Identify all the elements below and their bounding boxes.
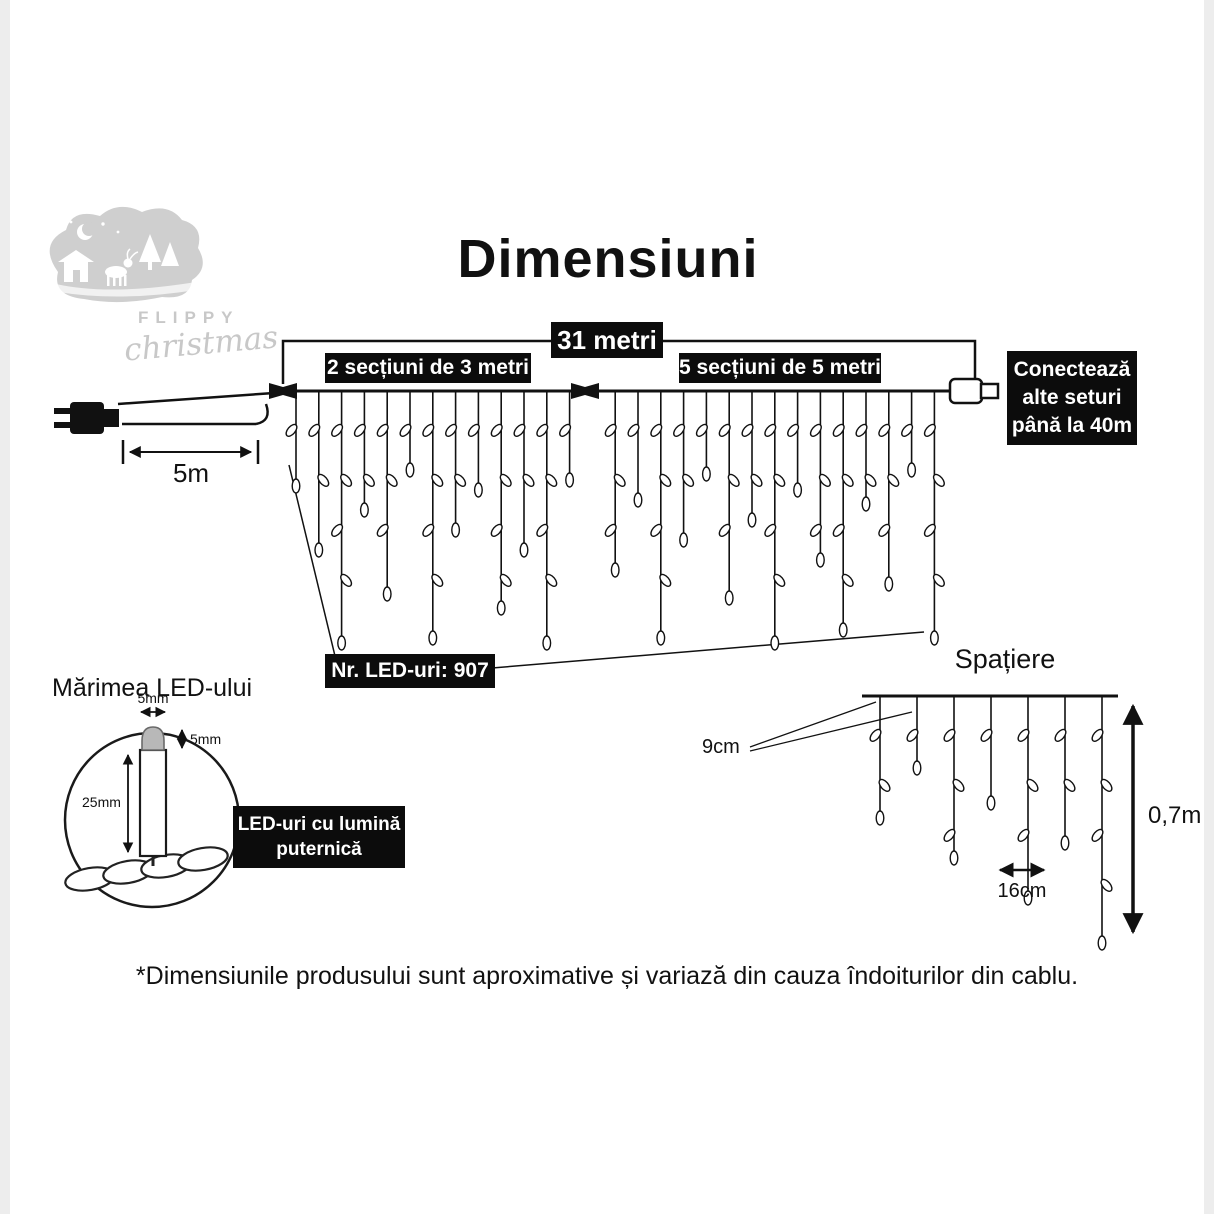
led-cap-height-label: 5mm <box>190 731 222 747</box>
winter-scene-icon <box>49 206 203 303</box>
spacing-title: Spațiere <box>954 644 1056 674</box>
disclaimer-text: *Dimensiunile produsului sunt aproximati… <box>135 962 1079 990</box>
led-cap <box>141 726 165 751</box>
total-length-label: 31 metri <box>551 322 663 358</box>
twisted-wire-icon <box>64 846 229 892</box>
connect-note-box: Conectează alte seturi până la 40m <box>1007 351 1137 445</box>
end-connector-icon <box>948 377 1000 405</box>
left-sections-label: 2 secțiuni de 3 metri <box>325 353 531 383</box>
lead-length-label: 5m <box>172 458 210 488</box>
left-margin-strip <box>0 0 10 1214</box>
right-sections-label: 5 secțiuni de 5 metri <box>679 353 881 383</box>
led-body-height-label: 25mm <box>82 794 121 810</box>
brand-name: FLIPPY <box>138 308 240 327</box>
right-margin-strip <box>1204 0 1214 1214</box>
bulb-gap-label: 16cm <box>997 880 1047 902</box>
main-light-drops <box>285 391 945 651</box>
drop-height-label: 0,7m <box>1148 802 1202 829</box>
inline-connector-icons <box>269 383 599 399</box>
led-size-title: Mărimea LED-ului <box>52 674 253 702</box>
power-plug-icon <box>54 402 119 434</box>
led-note-box: LED-uri cu lumină puternică <box>233 806 405 868</box>
page-title: Dimensiuni <box>457 229 759 289</box>
drop-gap-label: 9cm <box>702 736 740 758</box>
led-cap-width-label: 5mm <box>137 690 169 706</box>
spacing-diagram-lines <box>749 694 1144 935</box>
led-size-diagram <box>63 706 241 909</box>
spacing-light-drops <box>869 696 1113 951</box>
led-count-label: Nr. LED-uri: 907 <box>325 654 495 688</box>
